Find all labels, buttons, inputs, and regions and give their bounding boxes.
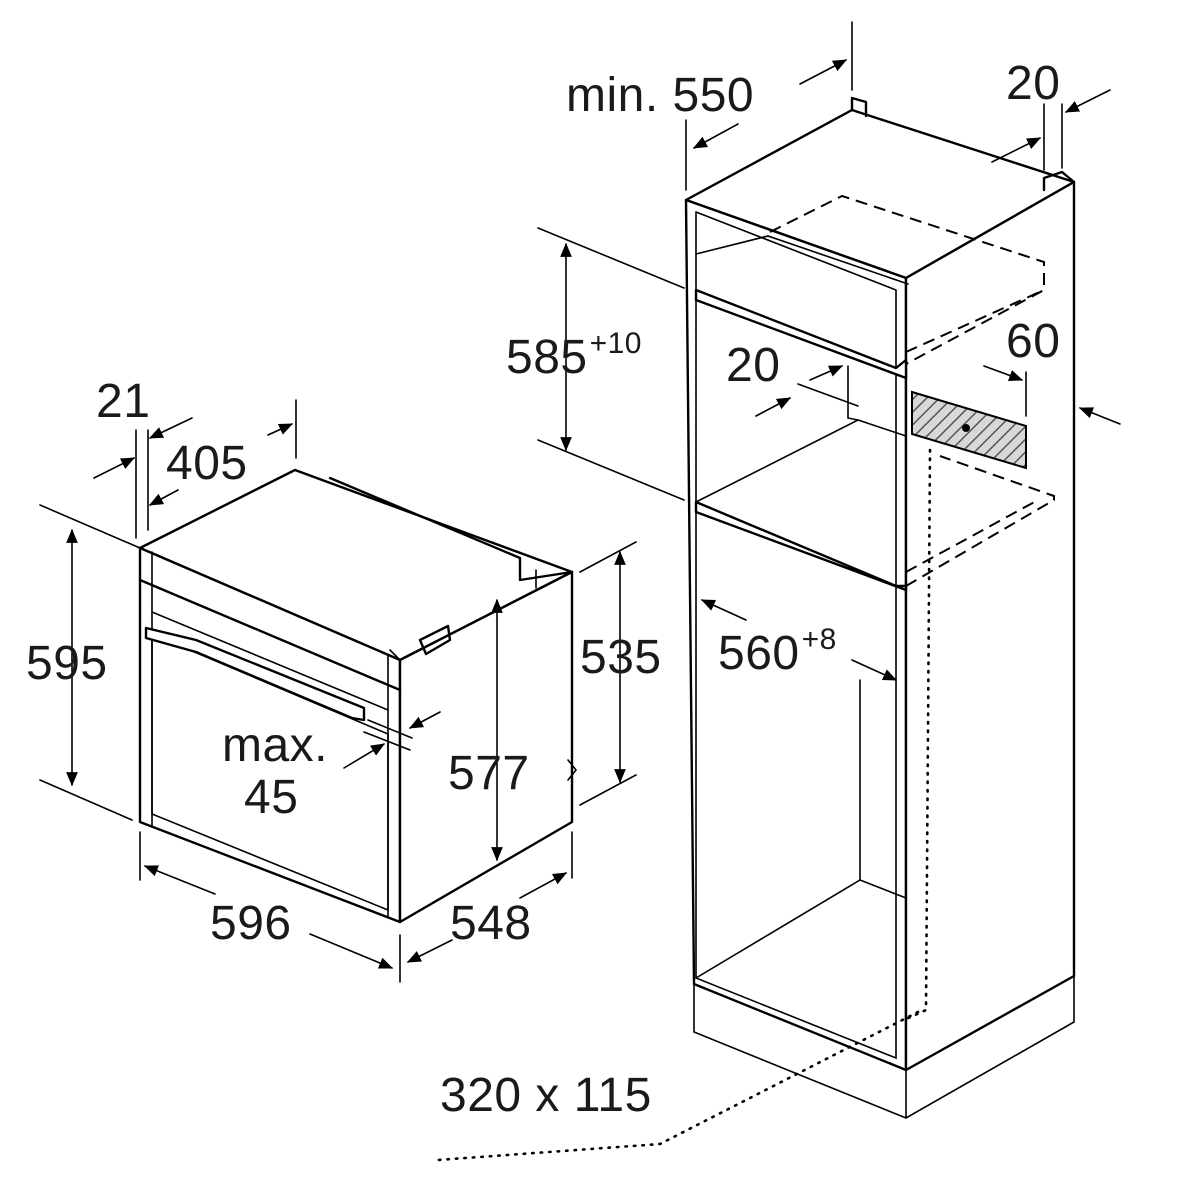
label-niche-width: 560+8 (718, 623, 837, 680)
label-oven-side-height: 535 (580, 631, 662, 684)
oven-mount-bracket (418, 624, 452, 656)
cabinet-drawing (436, 96, 1076, 1162)
label-vent-opening: 320 x 115 (440, 1069, 652, 1122)
cabinet-niche-rear (847, 365, 859, 421)
label-niche-height-tolerance: +10 (589, 327, 642, 360)
dim-line-oven-depth-body (267, 423, 294, 436)
cabinet-dimensions (537, 21, 1121, 681)
cabinet-inner-frame (695, 211, 897, 1060)
label-oven-width: 596 (210, 897, 292, 950)
dim-line-front-gap (809, 365, 844, 381)
label-handle-value: 45 (244, 771, 299, 824)
dim-line-cabinet-depth (692, 123, 739, 149)
label-handle-max: max. (222, 719, 329, 772)
label-vent-depth: 60 (1006, 315, 1061, 368)
label-front-thickness: 21 (96, 375, 151, 428)
label-oven-depth-total: 548 (450, 897, 532, 950)
oven-side-face (398, 570, 574, 924)
dim-line-vent-depth (983, 365, 1024, 382)
oven-control-band (138, 578, 402, 692)
oven-handle (144, 626, 366, 722)
dim-line-back-gap (991, 137, 1042, 163)
dim-line-front-thickness (93, 457, 136, 479)
dim-line-niche-width (700, 599, 747, 621)
label-niche-width-tolerance: +8 (801, 623, 837, 656)
dim-line-oven-width (143, 865, 216, 895)
dim-line-oven-depth (406, 939, 453, 963)
cabinet-hidden-edges-lower (905, 455, 1055, 587)
label-oven-depth-body: 405 (166, 437, 248, 490)
dim-line-handle-depth (408, 711, 441, 729)
label-cabinet-min-depth: min. 550 (566, 69, 755, 122)
oven-side-step (328, 476, 574, 582)
cabinet-oven-shelf (694, 500, 908, 592)
label-niche-height: 585+10 (506, 327, 642, 384)
label-oven-body-height: 577 (448, 747, 530, 800)
label-back-gap: 20 (1006, 57, 1061, 110)
vent-channel-dotted (902, 448, 932, 1022)
label-oven-height: 595 (26, 637, 108, 690)
oven-dimensions (39, 399, 637, 983)
cabinet-hidden-edges-upper (769, 194, 1045, 365)
cabinet-upper-shelf (694, 288, 908, 380)
label-front-gap: 20 (726, 339, 781, 392)
oven-drawing (138, 468, 578, 924)
